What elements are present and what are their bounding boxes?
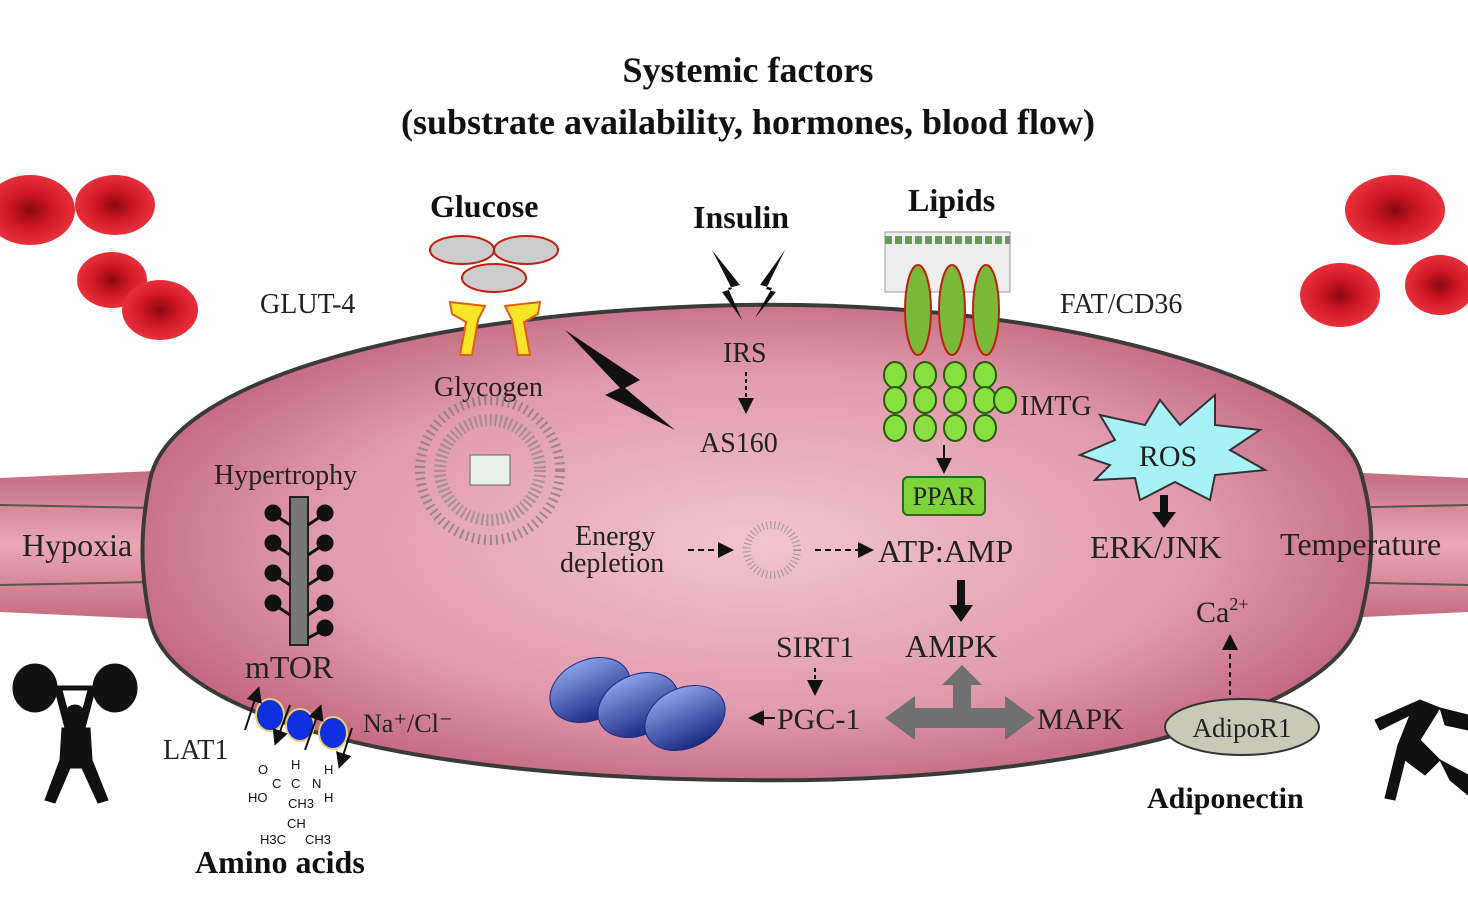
erk-jnk-label: ERK/JNK — [1090, 529, 1222, 565]
glut4-transporter-icon — [448, 300, 542, 356]
hypoxia-label: Hypoxia — [22, 527, 132, 563]
lat1-transporter-icon — [244, 686, 353, 769]
lipids-label: Lipids — [908, 182, 995, 218]
glut4-label: GLUT-4 — [260, 289, 355, 320]
imtg-label: IMTG — [1020, 391, 1092, 422]
svg-text:H3C: H3C — [260, 832, 286, 847]
ampk-label: AMPK — [905, 628, 997, 664]
as160-label: AS160 — [700, 428, 778, 459]
mitochondria-icon — [549, 657, 726, 751]
red-blood-cells-right — [1300, 175, 1468, 327]
tendon-left — [0, 470, 175, 620]
energy-label: Energy — [575, 521, 655, 552]
title-line-1: Systemic factors — [623, 50, 874, 90]
svg-text:O: O — [258, 762, 268, 777]
ros-to-erk-arrow — [1152, 495, 1176, 528]
svg-text:C: C — [291, 776, 300, 791]
fat-cd36-transporter-icon — [904, 264, 1000, 356]
sirt1-label: SIRT1 — [776, 631, 854, 664]
svg-text:CH3: CH3 — [305, 832, 331, 847]
red-blood-cells-left — [0, 175, 198, 340]
protein-synthesis-icon — [264, 496, 334, 646]
glucose-label: Glucose — [430, 188, 538, 224]
svg-text:H: H — [324, 762, 333, 777]
irs-label: IRS — [723, 338, 767, 369]
calcium-label: Ca2+ — [1196, 594, 1248, 629]
muscle-cell — [140, 302, 1374, 783]
insulin-lightning-icon — [565, 250, 785, 430]
fat-cd36-label: FAT/CD36 — [1060, 289, 1182, 320]
runner-icon — [1374, 699, 1468, 801]
svg-text:C: C — [272, 776, 281, 791]
pgc1-label: PGC-1 — [777, 703, 860, 736]
mtor-label: mTOR — [245, 649, 334, 685]
amino-acid-structure: O C H C N H H HO CH3 CH H3C CH3 — [248, 757, 333, 847]
small-glycogen-icon — [743, 521, 801, 579]
svg-text:H: H — [324, 790, 333, 805]
insulin-label: Insulin — [693, 199, 789, 235]
svg-text:HO: HO — [248, 790, 268, 805]
svg-text:CH3: CH3 — [288, 796, 314, 811]
na-cl-label: Na⁺/Cl⁻ — [363, 709, 453, 738]
hypertrophy-label: Hypertrophy — [214, 460, 357, 491]
imtg-droplets-icon — [883, 361, 1017, 442]
adiponectin-label: Adiponectin — [1147, 782, 1304, 815]
ppar-box — [902, 476, 986, 516]
atp-to-ampk-arrow — [949, 580, 973, 622]
atp-amp-label: ATP:AMP — [878, 533, 1013, 569]
amino-acids-label: Amino acids — [195, 844, 365, 880]
ros-label: ROS — [1139, 440, 1197, 473]
ros-burst-icon — [1077, 392, 1269, 502]
ppar-label: PPAR — [913, 482, 976, 511]
lat1-label: LAT1 — [163, 735, 228, 766]
adipor1-receptor — [1164, 698, 1320, 756]
title-line-2: (substrate availability, hormones, blood… — [401, 102, 1095, 142]
glycogen-label: Glycogen — [434, 372, 543, 403]
svg-text:N: N — [312, 776, 321, 791]
weightlifter-icon — [12, 663, 138, 804]
ampk-mapk-pgc1-arrow — [885, 665, 1035, 740]
glycogen-granule-icon — [415, 395, 565, 545]
mapk-label: MAPK — [1037, 703, 1124, 736]
temperature-label: Temperature — [1280, 526, 1441, 562]
glucose-molecules-icon — [429, 235, 559, 293]
adipor1-label: AdipoR1 — [1192, 713, 1291, 743]
svg-text:CH: CH — [287, 816, 306, 831]
svg-text:H: H — [291, 757, 300, 772]
depletion-label: depletion — [560, 548, 664, 579]
